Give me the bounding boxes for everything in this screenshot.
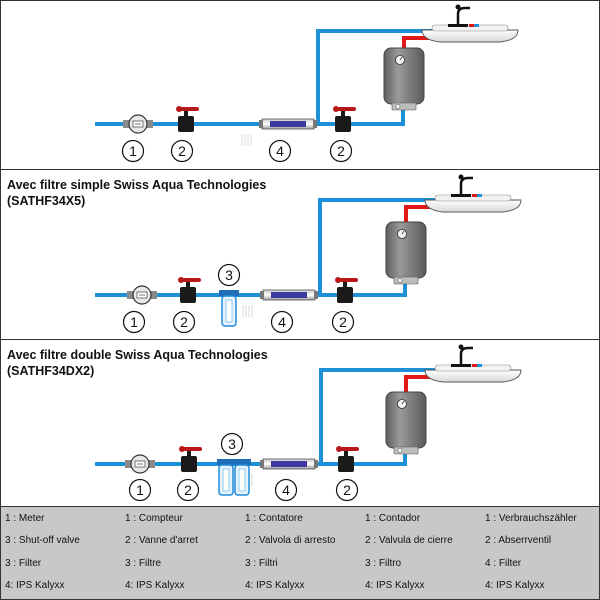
legend-entry: 4: IPS Kalyxx [125,580,185,591]
legend-table: 1 : Meter 3 : Shut-off valve 3 : Filter 4: … [1,507,599,599]
number-marker-label: 2 [178,143,186,159]
legend-entry: 1 : Meter [5,513,45,524]
legend-entry: 4 : Filter [485,558,522,569]
water-meter-icon [127,285,157,305]
water-heater-icon [385,391,427,455]
number-marker: 2 [176,478,200,502]
legend-entry: 2 : Abserrventil [485,535,552,546]
panel-title: Avec filtre simple Swiss Aqua Technologi… [7,178,266,192]
sink-faucet-icon [421,4,519,43]
ips-kalyxx-icon [242,289,318,317]
legend-entry: 2 : Valvula de cierre [365,535,453,546]
water-heater-icon [385,221,427,285]
legend-entry: 4: IPS Kalyxx [485,580,545,591]
number-marker: 4 [274,478,298,502]
shutoff-valve-icon [179,446,202,472]
filter-cartridge-icon [219,290,239,327]
heater-feed-pipe [318,110,405,126]
legend-entry: 3 : Shut-off valve [5,535,80,546]
legend-entry: 4: IPS Kalyxx [5,580,65,591]
shutoff-valve-icon [336,446,359,472]
cold-water-pipe [95,29,476,126]
legend-entry: 2 : Vanne d'arret [125,535,198,546]
number-marker: 1 [128,478,152,502]
legend-entry: 3 : Filter [5,558,42,569]
panel-3: Avec filtre double Swiss Aqua Technologi… [7,344,522,502]
number-marker-label: 2 [337,143,345,159]
panel-title: Avec filtre double Swiss Aqua Technologi… [7,348,268,362]
number-marker: 2 [329,139,353,163]
legend-entry: 3 : Filtro [365,558,402,569]
water-meter-icon [123,114,153,134]
panel-subtitle: (SATHF34X5) [7,194,85,208]
heater-feed-pipe [321,454,407,466]
panel-subtitle: (SATHF34DX2) [7,364,94,378]
cold-water-pipe [95,368,479,466]
number-marker-label: 4 [276,143,284,159]
number-marker-label: 4 [278,314,286,330]
number-marker: 2 [331,310,355,334]
number-marker-label: 1 [130,314,138,330]
number-marker: 3 [217,263,241,287]
number-marker: 2 [172,310,196,334]
number-marker-label: 3 [228,436,236,452]
legend-entry: 3 : Filtri [245,558,278,569]
number-marker-label: 3 [225,267,233,283]
legend-entry: 1 : Verbrauchszähler [485,513,577,524]
number-marker: 4 [268,139,292,163]
water-meter-icon [125,454,155,474]
number-marker-label: 4 [282,482,290,498]
number-marker-label: 1 [136,482,144,498]
legend-entry: 1 : Contador [365,513,421,524]
number-marker: 2 [335,478,359,502]
number-marker-label: 2 [343,482,351,498]
heater-feed-pipe [320,284,407,297]
panel-1: 1 2 4 2 [95,4,519,163]
legend-entry: 4: IPS Kalyxx [245,580,305,591]
number-marker: 1 [122,310,146,334]
shutoff-valve-icon [333,106,356,132]
shutoff-valve-icon [178,277,201,303]
legend-entry: 1 : Compteur [125,513,183,524]
ips-kalyxx-icon [241,118,317,146]
shutoff-valve-icon [176,106,199,132]
filter-cartridge-icon [217,459,251,496]
shutoff-valve-icon [335,277,358,303]
cold-water-pipe [95,198,479,297]
legend-entry: 3 : Filtre [125,558,162,569]
legend-entry: 2 : Valvola di arresto [245,535,336,546]
sink-faucet-icon [424,344,522,383]
sink-faucet-icon [424,174,522,213]
number-marker: 1 [121,139,145,163]
panel-2: Avec filtre simple Swiss Aqua Technologi… [7,174,522,334]
number-marker: 3 [220,432,244,456]
number-marker: 2 [170,139,194,163]
legend-entry: 1 : Contatore [245,513,303,524]
number-marker-label: 2 [184,482,192,498]
legend-entry: 4: IPS Kalyxx [365,580,425,591]
number-marker-label: 1 [129,143,137,159]
number-marker-label: 2 [339,314,347,330]
number-marker: 4 [270,310,294,334]
number-marker-label: 2 [180,314,188,330]
water-heater-icon [383,47,425,111]
